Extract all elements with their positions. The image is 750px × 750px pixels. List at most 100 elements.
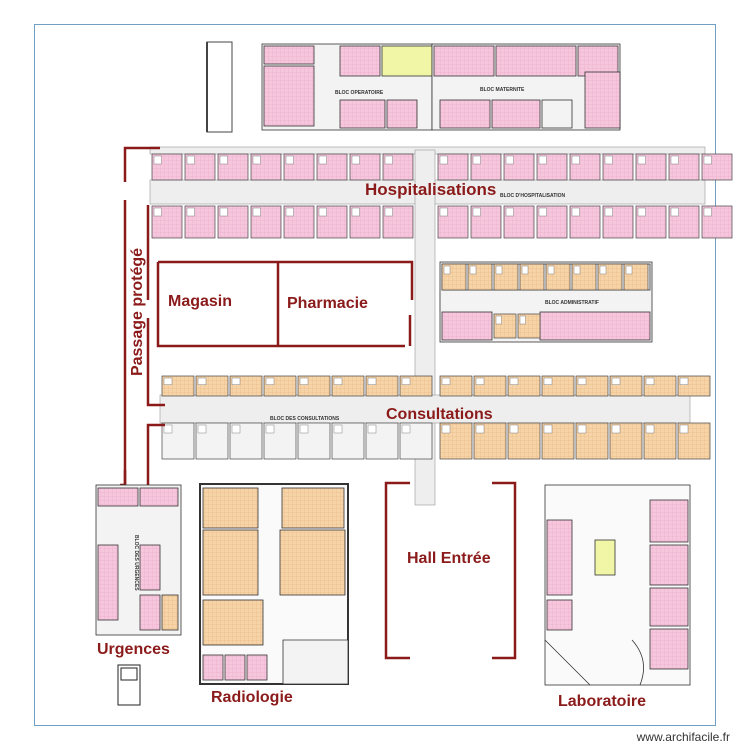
hospitalisation-rooms [151, 153, 733, 239]
consultation-room [541, 422, 575, 460]
waiting-room-bathroom [333, 424, 343, 434]
office-room-bathroom [521, 265, 529, 275]
ambulance-icon [117, 664, 141, 706]
consultation-room-bathroom [333, 377, 343, 385]
hospital-room-bathroom [219, 207, 228, 217]
consultation-room-bathroom [401, 377, 411, 385]
waiting-room-bathroom [299, 424, 309, 434]
bloc-hospitalisation-label: BLOC D'HOSPITALISATION [500, 193, 566, 199]
bloc-operatoire-label: BLOC OPERATOIRE [335, 90, 384, 96]
consultation-room-bathroom [475, 377, 485, 385]
label-passage-protege: Passage protégé [129, 247, 146, 377]
label-pharmacie: Pharmacie [287, 295, 368, 312]
hospital-room-bathroom [318, 207, 327, 217]
waiting-room-bathroom [401, 424, 411, 434]
hospital-room-bathroom [505, 155, 514, 165]
consultation-room-bathroom [543, 377, 553, 385]
hospital-room-bathroom [505, 207, 514, 217]
hospital-room-bathroom [318, 155, 327, 165]
bloc-administratif-label: BLOC ADMINISTRATIF [545, 300, 599, 306]
label-laboratoire: Laboratoire [558, 693, 647, 710]
label-hall-entree: Hall Entrée [407, 550, 491, 567]
bloc-operatoire [261, 43, 433, 131]
hospital-room-bathroom [439, 207, 448, 217]
office-room [545, 263, 571, 291]
consultation-room-bathroom [509, 424, 519, 434]
watermark: www.archifacile.fr [636, 730, 730, 744]
office-room [467, 263, 493, 291]
hospital-room-bathroom [703, 155, 712, 165]
hospital-room-bathroom [538, 155, 547, 165]
hospital-room-bathroom [384, 155, 393, 165]
office-room-bathroom [573, 265, 581, 275]
waiting-room-bathroom [163, 424, 173, 434]
consultation-room-bathroom [543, 424, 553, 434]
bloc-laboratoire [544, 484, 691, 686]
admin-rooms [441, 263, 649, 339]
hospital-room-bathroom [351, 155, 360, 165]
consultation-room-bathroom [509, 377, 519, 385]
consultation-room-bathroom [367, 377, 377, 385]
office-room-bathroom [495, 315, 502, 325]
office-room-bathroom [469, 265, 477, 275]
consultation-room-bathroom [577, 377, 587, 385]
consultation-room-bathroom [645, 377, 655, 385]
hospital-room-bathroom [153, 155, 162, 165]
waiting-room-bathroom [265, 424, 275, 434]
hospital-room-bathroom [637, 207, 646, 217]
hospital-room-bathroom [252, 207, 261, 217]
label-consultations: Consultations [386, 406, 493, 423]
consultation-room-bathroom [577, 424, 587, 434]
bloc-urgences-label: BLOC DES URGENCES [133, 535, 139, 591]
waiting-room-bathroom [367, 424, 377, 434]
label-radiologie: Radiologie [211, 689, 293, 706]
hospital-room [184, 205, 216, 239]
hospital-room-bathroom [604, 207, 613, 217]
hospital-room-bathroom [186, 207, 195, 217]
consultation-rooms [161, 375, 711, 460]
office-room-bathroom [625, 265, 633, 275]
hospital-room-bathroom [670, 207, 679, 217]
bloc-consultations-label: BLOC DES CONSULTATIONS [270, 416, 340, 422]
hospital-room-bathroom [637, 155, 646, 165]
hospital-room-bathroom [153, 207, 162, 217]
office-room-bathroom [495, 265, 503, 275]
label-magasin: Magasin [168, 293, 233, 310]
office-room-bathroom [519, 315, 526, 325]
hospital-room-bathroom [472, 207, 481, 217]
consultation-room-bathroom [163, 377, 173, 385]
bloc-urgences [95, 484, 182, 636]
waiting-room-bathroom [197, 424, 207, 434]
label-urgences: Urgences [97, 641, 170, 658]
hospital-room-bathroom [604, 155, 613, 165]
hospital-room-bathroom [219, 155, 228, 165]
consultation-room-bathroom [645, 424, 655, 434]
bloc-maternite-label: BLOC MATERNITE [480, 87, 525, 93]
consultation-room-bathroom [679, 424, 689, 434]
consultation-room-bathroom [197, 377, 207, 385]
waiting-room-bathroom [231, 424, 241, 434]
hospital-room-bathroom [571, 155, 580, 165]
hospital-room-bathroom [571, 207, 580, 217]
hospital-room-bathroom [538, 207, 547, 217]
office-room-bathroom [599, 265, 607, 275]
consultation-room-bathroom [441, 377, 451, 385]
consultation-room-bathroom [679, 377, 689, 385]
hospital-room-bathroom [186, 155, 195, 165]
hospital-room-bathroom [703, 207, 712, 217]
consultation-room-bathroom [265, 377, 275, 385]
hospital-room-bathroom [285, 155, 294, 165]
hospital-room-bathroom [351, 207, 360, 217]
bloc-maternite [431, 43, 621, 131]
hospital-room-bathroom [670, 155, 679, 165]
hospital-room-bathroom [285, 207, 294, 217]
consultation-room-bathroom [299, 377, 309, 385]
hospital-room-bathroom [472, 155, 481, 165]
lift-shaft [206, 41, 233, 133]
hospital-room-bathroom [439, 155, 448, 165]
bloc-radiologie [199, 483, 349, 685]
consultation-room-bathroom [611, 377, 621, 385]
consultation-room-bathroom [441, 424, 451, 434]
hospital-room [536, 205, 568, 239]
